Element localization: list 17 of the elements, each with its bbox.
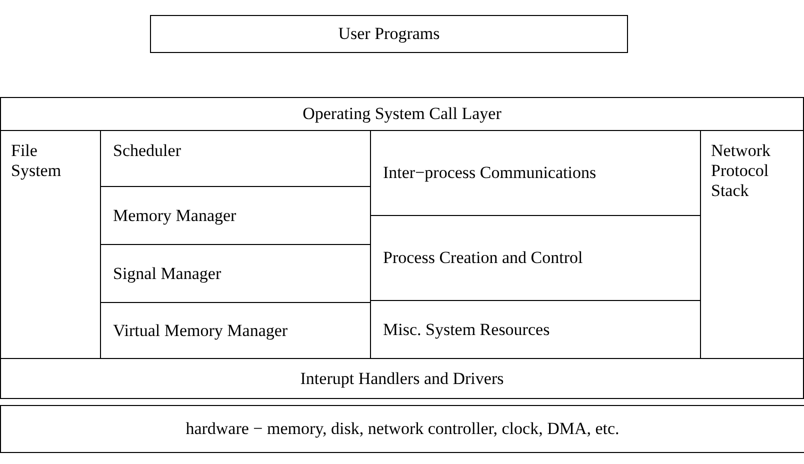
layer-box <box>0 358 804 399</box>
layer-box <box>0 97 804 131</box>
layer-label: File System <box>11 141 62 181</box>
layer-label: Virtual Memory Manager <box>113 320 288 340</box>
layer-label: Scheduler <box>113 141 181 161</box>
layer-label: Network Protocol Stack <box>711 141 772 201</box>
layer-label: Signal Manager <box>113 264 222 284</box>
layer-label: User Programs <box>338 24 440 44</box>
layer-box <box>150 15 628 53</box>
layer-label: Misc. System Resources <box>383 320 550 340</box>
layer-label: hardware − memory, disk, network controller, clock, DMA, etc. <box>186 419 620 439</box>
layer-label: Inter−process Communications <box>383 163 596 183</box>
layer-label: Operating System Call Layer <box>302 104 502 124</box>
layer-label: Memory Manager <box>113 206 236 226</box>
layer-box <box>0 405 804 453</box>
layer-label: Interupt Handlers and Drivers <box>300 368 504 388</box>
layer-label: Process Creation and Control <box>383 248 583 268</box>
